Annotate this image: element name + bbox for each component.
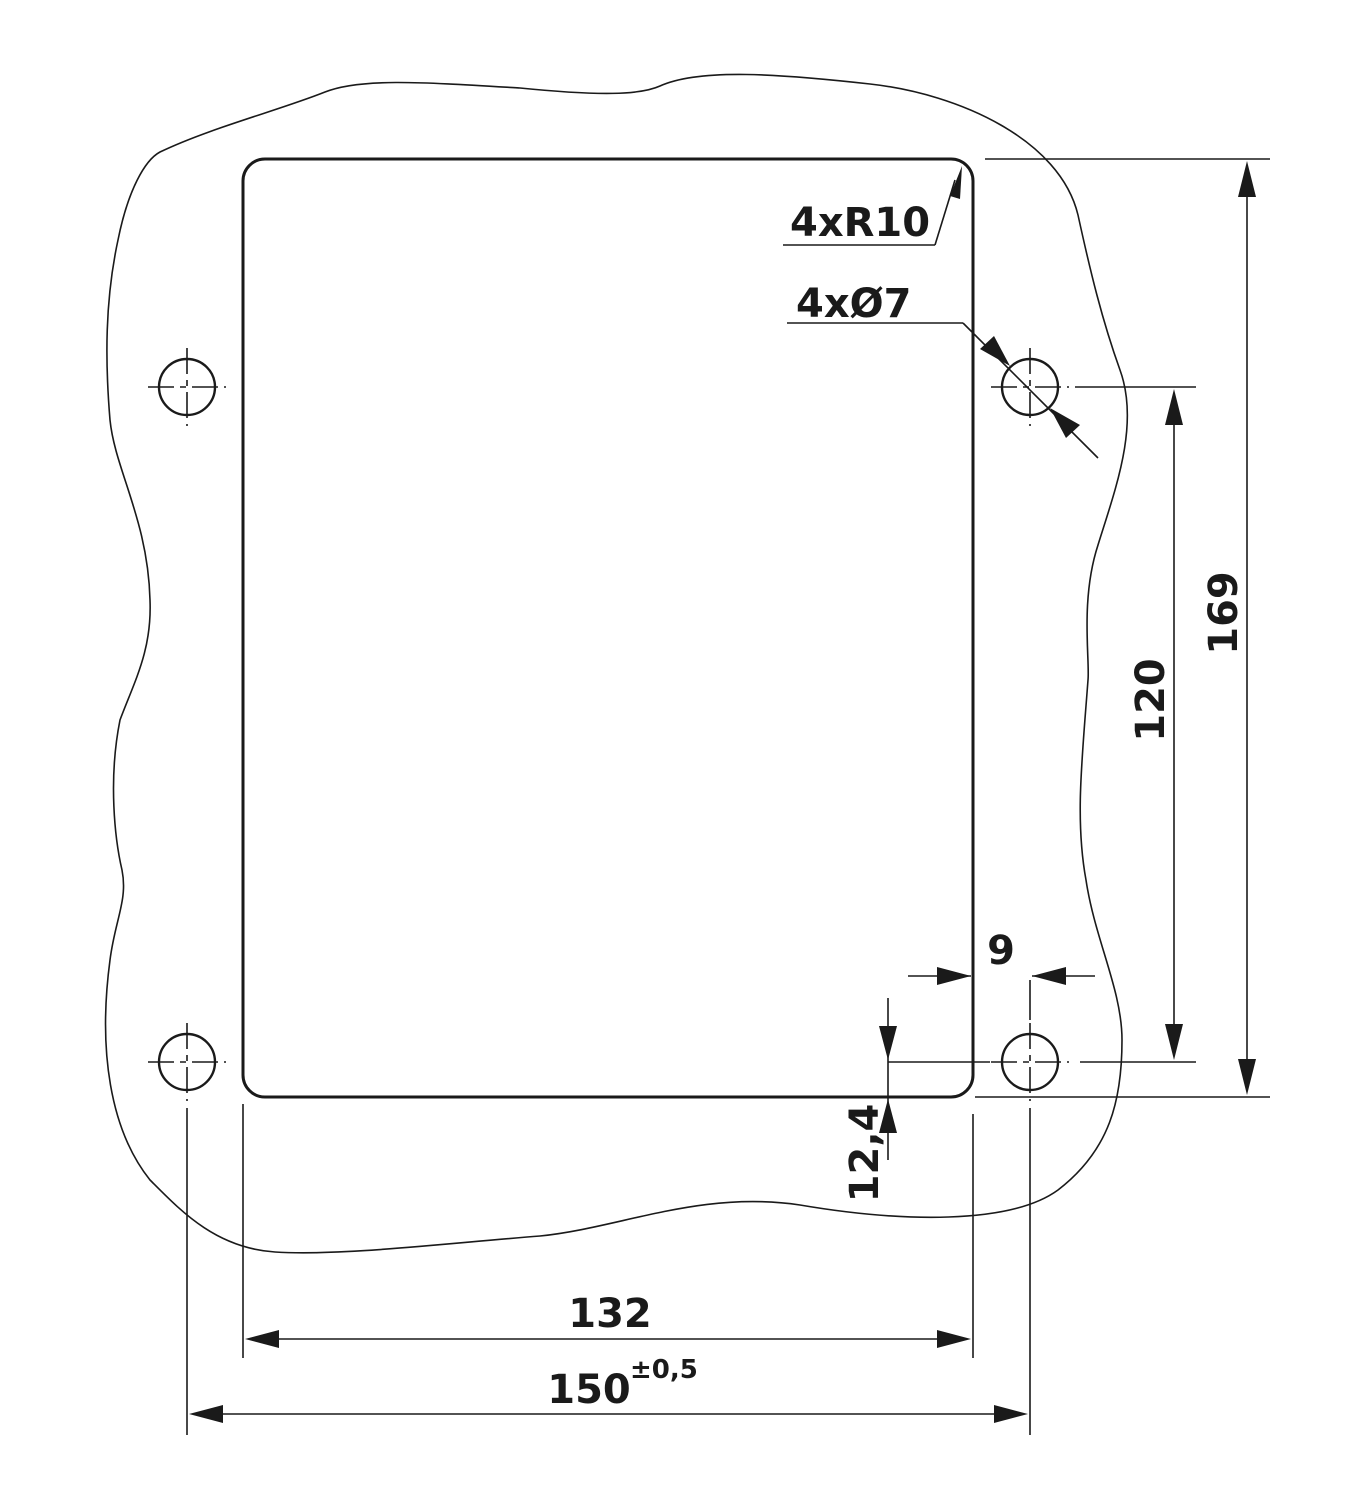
- hole-spacing-horizontal-dimension: 150 ±0,5: [186, 1108, 1031, 1435]
- hole-offset-horizontal-dimension: 9: [908, 928, 1095, 1020]
- overall-height-label: 169: [1201, 571, 1247, 655]
- hole-offset-vertical-dimension: 12,4: [842, 998, 990, 1202]
- panel-break-outline: [104, 73, 1129, 1254]
- mounting-hole-top-right: [991, 348, 1069, 426]
- cutout-width-dimension: 132: [242, 1104, 974, 1358]
- corner-radius-callout: 4xR10: [783, 166, 962, 246]
- hole-diameter-label: 4xØ7: [796, 281, 911, 327]
- hole-offset-vertical-label: 12,4: [842, 1104, 888, 1203]
- hole-spacing-vertical-dimension: 120: [1075, 386, 1196, 1063]
- hole-spacing-horizontal-tolerance: ±0,5: [630, 1355, 698, 1385]
- hole-spacing-vertical-label: 120: [1128, 658, 1174, 742]
- mounting-hole-bottom-left: [148, 1023, 226, 1101]
- overall-height-dimension: 169: [975, 158, 1270, 1098]
- hole-offset-horizontal-label: 9: [987, 928, 1015, 974]
- hole-spacing-horizontal-label: 150: [547, 1367, 631, 1413]
- cutout-width-label: 132: [568, 1291, 652, 1337]
- cutout-rectangle: [241, 157, 975, 1099]
- hole-diameter-callout: 4xØ7: [787, 281, 1099, 459]
- corner-radius-label: 4xR10: [790, 200, 930, 246]
- mounting-hole-top-left: [148, 348, 226, 426]
- mounting-hole-bottom-right: [991, 1023, 1069, 1101]
